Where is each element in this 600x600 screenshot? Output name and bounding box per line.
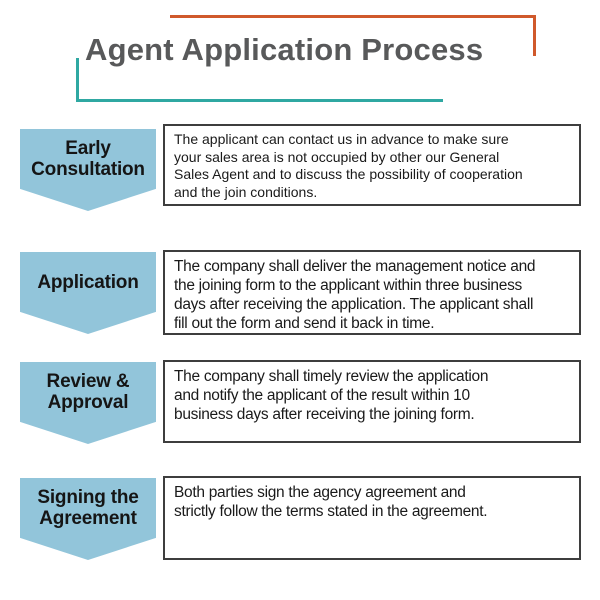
title-corner-bracket-bottom-left	[76, 58, 443, 102]
step-description: Both parties sign the agency agreement a…	[174, 484, 488, 520]
step-label: Review &Approval	[46, 371, 130, 413]
step-description-box: The company shall timely review the appl…	[163, 360, 581, 443]
step-description-box: The applicant can contact us in advance …	[163, 124, 581, 206]
step-description: The company shall timely review the appl…	[174, 368, 489, 423]
step-description: The company shall deliver the management…	[174, 258, 536, 332]
step-description-box: Both parties sign the agency agreement a…	[163, 476, 581, 560]
step-description: The applicant can contact us in advance …	[174, 131, 523, 200]
title-corner-bracket-top-right	[170, 15, 536, 56]
step-arrow-shape: Application	[20, 252, 156, 334]
step-description-box: The company shall deliver the management…	[163, 250, 581, 335]
step-label: Application	[37, 271, 139, 293]
step-arrow-shape: Review &Approval	[20, 362, 156, 444]
page-title: Agent Application Process	[85, 32, 484, 67]
